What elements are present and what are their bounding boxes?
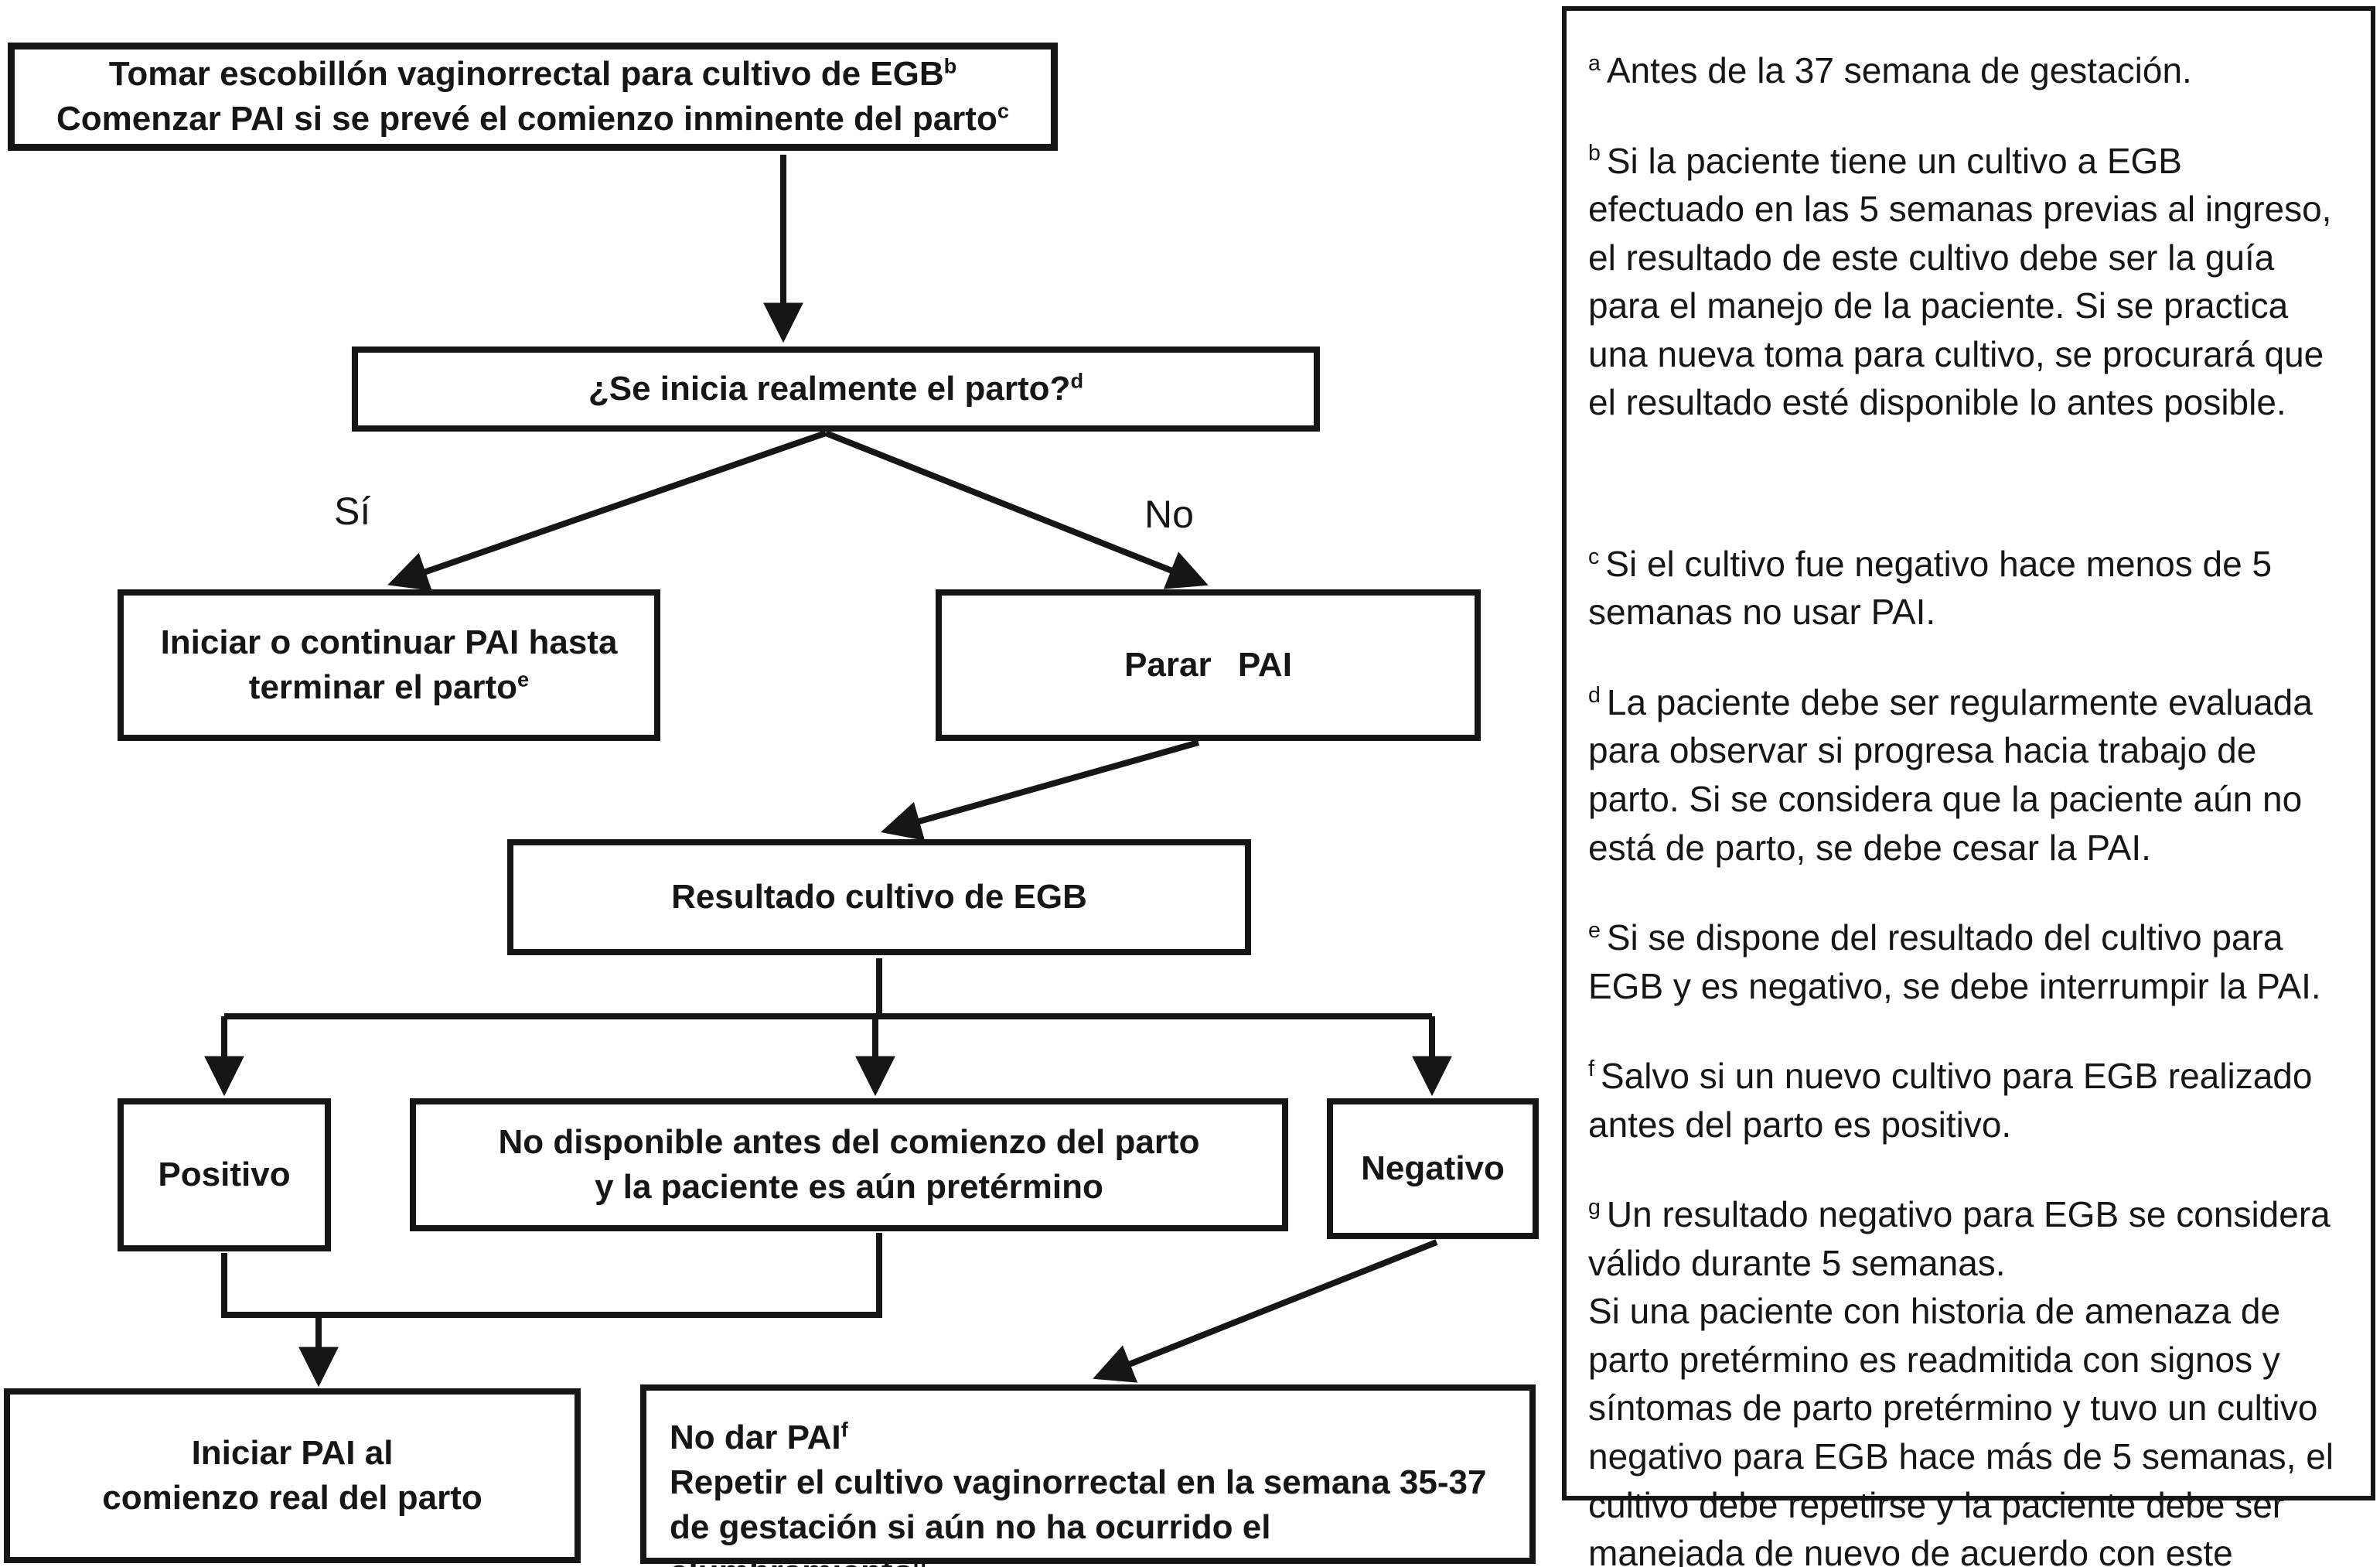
connector-decision-no bbox=[824, 430, 1209, 589]
node-culture-result-text: Resultado cultivo de EGB bbox=[671, 877, 1087, 916]
footnote-text: Si se dispone del resultado del cultivo … bbox=[1588, 917, 2321, 1006]
label-yes: Sí bbox=[334, 490, 371, 533]
node-no-pai-line3: de gestación si aún no ha ocurrido el bbox=[670, 1508, 1271, 1547]
footnote-text: La paciente debe ser regularmente evalua… bbox=[1588, 681, 2313, 868]
footnote-marker: c bbox=[1588, 544, 1600, 569]
node-positive: Positivo bbox=[118, 1098, 331, 1251]
node-stop-pai: Parar PAI bbox=[936, 589, 1481, 741]
footnote-marker: b bbox=[1588, 141, 1601, 166]
node-labor-question-text: ¿Se inicia realmente el parto?d bbox=[588, 368, 1084, 408]
connector-lines bbox=[204, 155, 1452, 1388]
footnote-marker: e bbox=[1588, 917, 1601, 943]
node-start-pai-line2: comienzo real del parto bbox=[102, 1479, 482, 1517]
connector-negativo-to-nopai bbox=[1093, 1239, 1438, 1383]
node-labor-question: ¿Se inicia realmente el parto?d bbox=[352, 347, 1320, 432]
node-not-available: No disponible antes del comienzo del par… bbox=[410, 1098, 1288, 1231]
footnote-marker: g bbox=[1588, 1194, 1601, 1220]
footnote-text: Antes de la 37 semana de gestación. bbox=[1606, 50, 2192, 90]
node-negative: Negativo bbox=[1327, 1098, 1539, 1239]
node-no-pai: No dar PAIf Repetir el cultivo vaginorre… bbox=[640, 1384, 1536, 1567]
node-no-pai-line1: No dar PAIf bbox=[670, 1417, 848, 1456]
node-no-pai-line4: alumbramientog bbox=[670, 1552, 927, 1567]
footnote-marker: d bbox=[1588, 682, 1601, 708]
footnote-marker: f bbox=[1588, 1056, 1594, 1081]
node-negative-text: Negativo bbox=[1361, 1149, 1505, 1187]
label-no: No bbox=[1144, 493, 1194, 536]
node-continue-pai-line1: Iniciar o continuar PAI hasta bbox=[160, 623, 618, 661]
footnote-text: Salvo si un nuevo cultivo para EGB reali… bbox=[1588, 1056, 2313, 1145]
connector-pararpai-to-result bbox=[880, 739, 1200, 841]
node-no-pai-line2: Repetir el cultivo vaginorrectal en la s… bbox=[670, 1463, 1487, 1502]
footnote-marker: a bbox=[1588, 50, 1601, 76]
node-not-available-line2: y la paciente es aún pretérmino bbox=[595, 1168, 1103, 1206]
footnote-text: Si la paciente tiene un cultivo a EGB ef… bbox=[1588, 140, 2332, 423]
footnote-text: Si una paciente con historia de amenaza … bbox=[1588, 1291, 2334, 1567]
node-culture-result: Resultado cultivo de EGB bbox=[507, 839, 1251, 955]
node-positive-text: Positivo bbox=[158, 1155, 291, 1193]
node-continue-pai: Iniciar o continuar PAI hasta terminar e… bbox=[118, 589, 660, 741]
footnote-text: Un resultado negativo para EGB se consid… bbox=[1588, 1194, 2331, 1283]
connector-decision-yes bbox=[387, 430, 827, 591]
node-start-pai: Iniciar PAI al comienzo real del parto bbox=[4, 1388, 581, 1563]
node-start-pai-line1: Iniciar PAI al bbox=[191, 1433, 394, 1472]
node-not-available-line1: No disponible antes del comienzo del par… bbox=[498, 1122, 1200, 1161]
node-stop-pai-text: Parar PAI bbox=[1124, 645, 1292, 684]
footnote-text: Si el cultivo fue negativo hace menos de… bbox=[1588, 543, 2273, 633]
node-continue-pai-line2: terminar el partoe bbox=[248, 667, 530, 706]
node-take-culture-line2: Comenzar PAI si se prevé el comienzo inm… bbox=[56, 98, 1010, 138]
node-take-culture: Tomar escobillón vaginorrectal para cult… bbox=[8, 43, 1058, 151]
node-take-culture-line1: Tomar escobillón vaginorrectal para cult… bbox=[108, 53, 957, 93]
